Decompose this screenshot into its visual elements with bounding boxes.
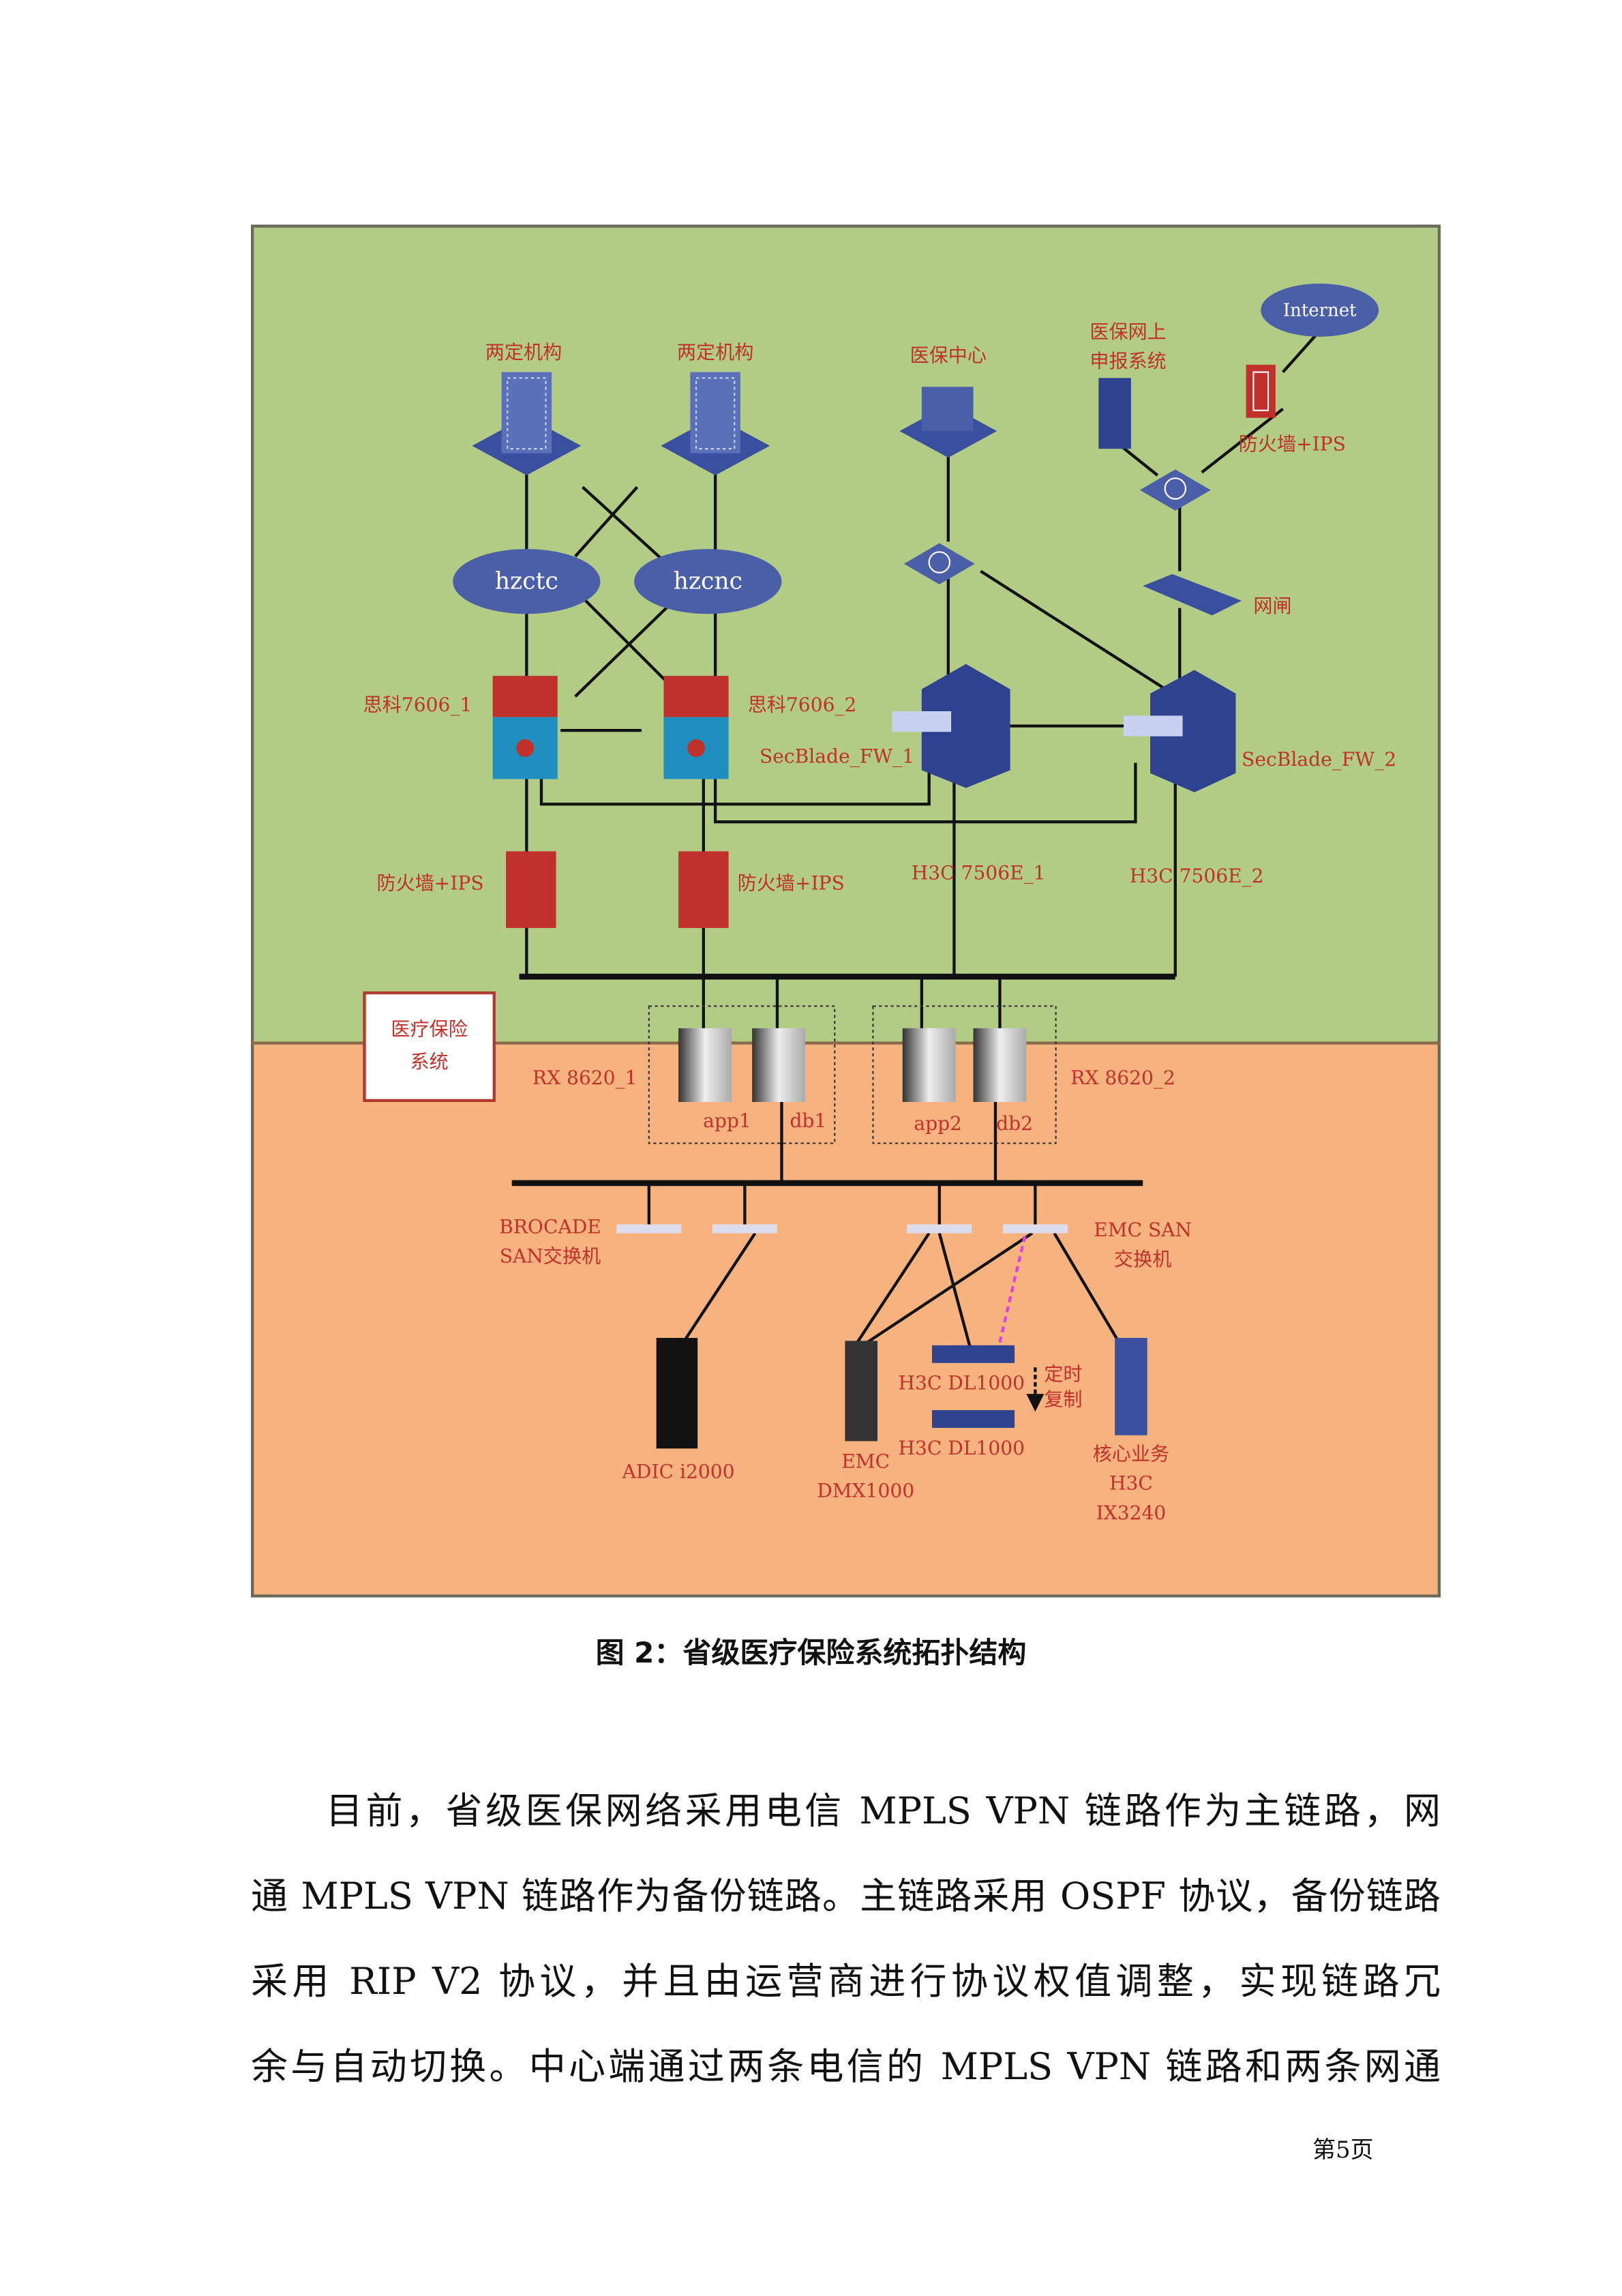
system-label-box [363, 991, 496, 1103]
svg-text:RX 8620_2: RX 8620_2 [1070, 1067, 1175, 1089]
svg-text:防火墙+IPS: 防火墙+IPS [1239, 432, 1346, 455]
svg-text:防火墙+IPS: 防火墙+IPS [376, 872, 483, 895]
svg-text:H3C: H3C [1109, 1472, 1153, 1495]
paragraph-line: 通 MPLS VPN 链路作为备份链路。主链路采用 OSPF 协议，备份链路 [251, 1875, 1441, 1918]
data-center-icon [899, 387, 997, 458]
svg-text:hzcnc: hzcnc [674, 568, 743, 595]
paragraph-line: 采用 RIP V2 协议，并且由运营商进行协议权值调整，实现链路冗 [251, 1960, 1441, 2003]
server-app1-icon [678, 1028, 732, 1103]
emc-storage-icon [845, 1341, 877, 1442]
server-tower-icon [1098, 378, 1131, 449]
network-topology-figure: Internet hzctc hzcnc 医疗保险 系统 两定机构 两定机构 医… [251, 224, 1441, 1598]
svg-text:思科7606_1: 思科7606_1 [363, 694, 472, 716]
svg-text:网闸: 网闸 [1253, 595, 1291, 617]
svg-text:db1: db1 [790, 1109, 826, 1132]
page-number: 第5页 [1312, 2136, 1374, 2164]
switch-icon [1139, 469, 1211, 511]
svg-text:H3C 7506E_2: H3C 7506E_2 [1130, 865, 1264, 887]
svg-text:H3C 7506E_1: H3C 7506E_1 [912, 862, 1046, 884]
labels: 两定机构 两定机构 医保中心 医保网上 申报系统 防火墙+IPS 网闸 思科76… [363, 320, 1397, 1524]
h3c-chassis-2-icon [1124, 670, 1236, 792]
svg-text:hzctc: hzctc [495, 568, 558, 595]
svg-text:Internet: Internet [1283, 301, 1357, 321]
svg-text:医保网上: 医保网上 [1090, 320, 1166, 343]
svg-text:复制: 复制 [1044, 1388, 1082, 1410]
svg-text:核心业务: 核心业务 [1093, 1442, 1169, 1465]
svg-text:IX3240: IX3240 [1096, 1502, 1167, 1524]
svg-text:系统: 系统 [410, 1050, 449, 1073]
svg-text:医保中心: 医保中心 [910, 344, 987, 367]
svg-text:ADIC i2000: ADIC i2000 [622, 1460, 735, 1482]
svg-text:SAN交换机: SAN交换机 [500, 1245, 601, 1268]
svg-text:SecBlade_FW_2: SecBlade_FW_2 [1242, 748, 1396, 771]
server-db2-icon [973, 1028, 1027, 1103]
h3c-chassis-1-icon [892, 664, 1010, 788]
paragraph-line: 余与自动切换。中心端通过两条电信的 MPLS VPN 链路和两条网通 [251, 2045, 1441, 2088]
svg-text:申报系统: 申报系统 [1090, 350, 1166, 372]
svg-text:两定机构: 两定机构 [677, 341, 753, 363]
building-icon [472, 372, 582, 476]
cloud-icon: hzcnc [634, 549, 782, 614]
svg-text:DMX1000: DMX1000 [817, 1480, 914, 1502]
disk-array-icon [931, 1410, 1015, 1428]
tape-library-icon [656, 1337, 698, 1449]
cisco-7606-1-icon [492, 676, 558, 779]
svg-text:医疗保险: 医疗保险 [391, 1018, 467, 1041]
storage-ix3240-icon [1115, 1337, 1147, 1435]
svg-text:交换机: 交换机 [1114, 1248, 1171, 1270]
svg-text:app2: app2 [914, 1112, 962, 1135]
svg-text:思科7606_2: 思科7606_2 [748, 694, 857, 716]
svg-text:RX 8620_1: RX 8620_1 [532, 1067, 637, 1089]
svg-text:定时: 定时 [1044, 1363, 1082, 1386]
svg-text:SecBlade_FW_1: SecBlade_FW_1 [760, 745, 914, 768]
body-paragraph: 目前，省级医保网络采用电信 MPLS VPN 链路作为主链路，网 通 MPLS … [251, 1785, 1441, 2126]
firewall-icon [678, 851, 729, 928]
san-switches [616, 1224, 1068, 1234]
lower-zone [251, 1043, 1441, 1598]
svg-text:EMC SAN: EMC SAN [1094, 1219, 1192, 1241]
copy-arrow-icon [1026, 1367, 1045, 1412]
svg-text:BROCADE: BROCADE [499, 1215, 601, 1238]
firewall-icon [506, 851, 556, 928]
internet-cloud-icon: Internet [1261, 283, 1379, 337]
switch-icon [903, 543, 975, 585]
firewall-icon [1246, 364, 1276, 418]
svg-text:防火墙+IPS: 防火墙+IPS [738, 872, 845, 895]
disk-array-icon [931, 1345, 1015, 1363]
svg-text:EMC: EMC [841, 1450, 890, 1472]
cisco-7606-2-icon [663, 676, 729, 779]
svg-text:两定机构: 两定机构 [485, 341, 562, 363]
server-db1-icon [752, 1028, 806, 1103]
upper-zone [251, 224, 1441, 1043]
svg-text:H3C DL1000: H3C DL1000 [898, 1372, 1025, 1395]
svg-text:db2: db2 [996, 1112, 1033, 1135]
paragraph-line: 目前，省级医保网络采用电信 MPLS VPN 链路作为主链路，网 [326, 1789, 1441, 1832]
figure-caption: 图 2：省级医疗保险系统拓扑结构 [595, 1636, 1027, 1669]
cloud-icon: hzctc [453, 549, 601, 614]
gatekeeper-icon [1143, 573, 1242, 616]
svg-text:H3C DL1000: H3C DL1000 [898, 1437, 1025, 1459]
svg-text:app1: app1 [703, 1109, 751, 1132]
server-app2-icon [902, 1028, 956, 1103]
